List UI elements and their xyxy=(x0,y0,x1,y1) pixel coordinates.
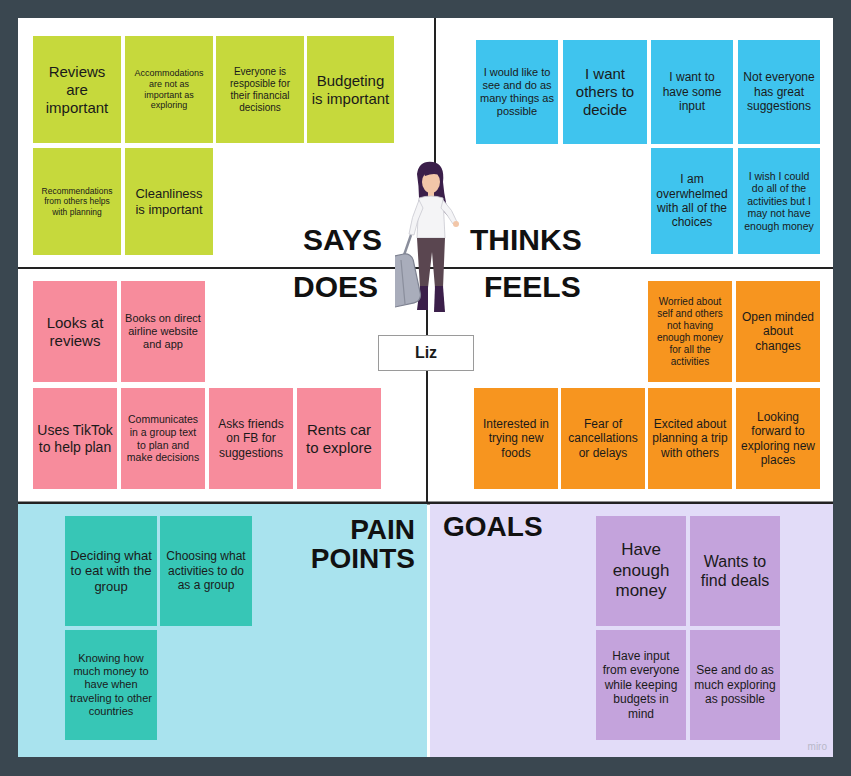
note-text: Cleanliness is important xyxy=(129,186,209,217)
traveler-illustration xyxy=(395,160,470,320)
canvas xyxy=(18,18,833,757)
note-text: See and do as much exploring as possible xyxy=(694,663,776,706)
sticky-note: See and do as much exploring as possible xyxy=(690,630,780,740)
note-text: Worried about self and others not having… xyxy=(652,296,728,368)
note-text: Excited about planning a trip with other… xyxy=(652,417,728,460)
sticky-note: I want others to decide xyxy=(563,40,647,144)
sticky-note: Everyone is resposible for their financi… xyxy=(216,36,304,143)
map-quadrant: GOALSHave enough moneyWants to find deal… xyxy=(430,504,833,757)
note-text: Knowing how much money to have when trav… xyxy=(69,652,153,718)
sticky-note: Reviews are important xyxy=(33,36,121,143)
sticky-note: Uses TikTok to help plan xyxy=(33,388,117,489)
sticky-note: Books on direct airline website and app xyxy=(121,281,205,382)
sticky-note: I want to have some input xyxy=(651,40,733,144)
sticky-note: Have enough money xyxy=(596,516,686,626)
sticky-note: Rents car to explore xyxy=(297,388,381,489)
sticky-note: Looks at reviews xyxy=(33,281,117,382)
sticky-note: Excited about planning a trip with other… xyxy=(648,388,732,489)
quadrant-heading: SAYS xyxy=(202,224,382,256)
note-text: Rents car to explore xyxy=(301,421,377,457)
note-text: Recommendations from others helps with p… xyxy=(37,186,117,217)
quadrant-heading: DOES xyxy=(198,271,378,303)
sticky-note: Asks friends on FB for suggestions xyxy=(209,388,293,489)
note-text: Not everyone has great suggestions xyxy=(742,70,816,113)
sticky-note: Accommodations are not as important as e… xyxy=(125,36,213,143)
note-text: Uses TikTok to help plan xyxy=(37,422,113,456)
sticky-note: I would like to see and do as many thing… xyxy=(476,40,558,144)
sticky-note: Communicates in a group text to plan and… xyxy=(121,388,205,489)
note-text: Books on direct airline website and app xyxy=(125,312,201,352)
note-text: Deciding what to eat with the group xyxy=(69,548,153,595)
note-text: Reviews are important xyxy=(37,63,117,117)
sticky-note: Not everyone has great suggestions xyxy=(738,40,820,144)
note-text: Have enough money xyxy=(600,540,682,601)
note-text: Budgeting is important xyxy=(311,72,390,108)
note-text: Accommodations are not as important as e… xyxy=(129,68,209,111)
note-text: Looking forward to exploring new places xyxy=(740,410,816,468)
sticky-note: Worried about self and others not having… xyxy=(648,281,732,382)
sticky-note: I wish I could do all of the activities … xyxy=(738,148,820,254)
note-text: Fear of cancellations or delays xyxy=(565,417,641,460)
map-quadrant: SAYS Reviews are important Accommodations … xyxy=(18,18,435,268)
note-text: Wants to find deals xyxy=(694,552,776,590)
note-text: I want others to decide xyxy=(567,65,643,119)
sticky-note: Interested in trying new foods xyxy=(474,388,558,489)
note-text: Choosing what activities to do as a grou… xyxy=(164,549,248,592)
sticky-note: Knowing how much money to have when trav… xyxy=(65,630,157,740)
note-text: I am overwhelmed with all of the choices xyxy=(655,172,729,230)
map-quadrant: PAIN POINTS Deciding what to eat with the… xyxy=(18,504,427,757)
quadrant-heading: THINKS xyxy=(470,224,670,256)
quadrant-heading: PAIN POINTS xyxy=(265,515,415,574)
persona-name: Liz xyxy=(415,343,437,362)
watermark: miro xyxy=(808,741,827,752)
sticky-note: Budgeting is important xyxy=(307,36,394,143)
note-text: Interested in trying new foods xyxy=(478,417,554,460)
map-quadrant: THINKS I would like to see and do as many… xyxy=(435,18,833,268)
sticky-note: Looking forward to exploring new places xyxy=(736,388,820,489)
note-text: Communicates in a group text to plan and… xyxy=(125,413,201,463)
note-text: Open minded about changes xyxy=(740,310,816,353)
sticky-note: Have input from everyone while keeping b… xyxy=(596,630,686,740)
note-text: Asks friends on FB for suggestions xyxy=(213,417,289,460)
sticky-note: Cleanliness is important xyxy=(125,148,213,255)
sticky-note: Recommendations from others helps with p… xyxy=(33,148,121,255)
note-text: I would like to see and do as many thing… xyxy=(480,66,554,119)
note-text: I wish I could do all of the activities … xyxy=(742,170,816,233)
map-quadrant: FEELSWorried about self and others not h… xyxy=(427,268,833,503)
map-quadrant: DOES Looks at reviews Books on direct airl… xyxy=(18,268,427,503)
sticky-note: Fear of cancellations or delays xyxy=(561,388,645,489)
note-text: Looks at reviews xyxy=(37,314,113,350)
note-text: Have input from everyone while keeping b… xyxy=(600,649,682,721)
sticky-note: Deciding what to eat with the group xyxy=(65,516,157,626)
note-text: Everyone is resposible for their financi… xyxy=(220,66,300,114)
persona-name-box: Liz xyxy=(378,335,474,371)
sticky-note: I am overwhelmed with all of the choices xyxy=(651,148,733,254)
note-text: I want to have some input xyxy=(655,70,729,113)
sticky-note: Wants to find deals xyxy=(690,516,780,626)
sticky-note: Choosing what activities to do as a grou… xyxy=(160,516,252,626)
sticky-note: Open minded about changes xyxy=(736,281,820,382)
